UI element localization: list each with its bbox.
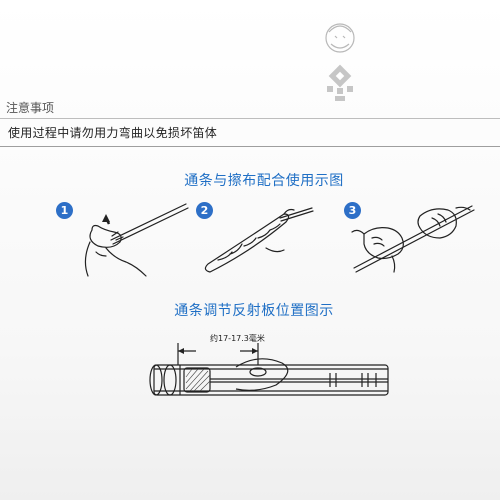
cloth-wrapped-rod-icon	[204, 207, 314, 273]
divider-top	[0, 118, 500, 119]
step-number-badge: 2	[196, 202, 213, 219]
section-title-cleaning: 通条与擦布配合使用示图	[184, 173, 344, 189]
step-number-badge: 1	[56, 202, 73, 219]
hands-twisting-rod-icon	[351, 205, 475, 273]
brand-logo-icon	[325, 23, 355, 101]
step-1-illustration: 1	[56, 198, 192, 280]
divider-bottom	[0, 146, 500, 147]
step-number-badge: 3	[344, 202, 361, 219]
notice-title: 注意事项	[6, 101, 55, 115]
step-2-illustration: 2	[196, 198, 332, 280]
section-title-adjust: 通条调节反射板位置图示	[174, 303, 334, 319]
step-3-illustration: 3	[344, 198, 480, 280]
flute-headjoint-diagram	[149, 343, 389, 396]
measurement-label: 约17-17.3毫米	[210, 334, 265, 343]
hand-pushing-cloth-icon	[84, 203, 189, 277]
notice-text: 使用过程中请勿用力弯曲以免损坏笛体	[8, 126, 218, 140]
